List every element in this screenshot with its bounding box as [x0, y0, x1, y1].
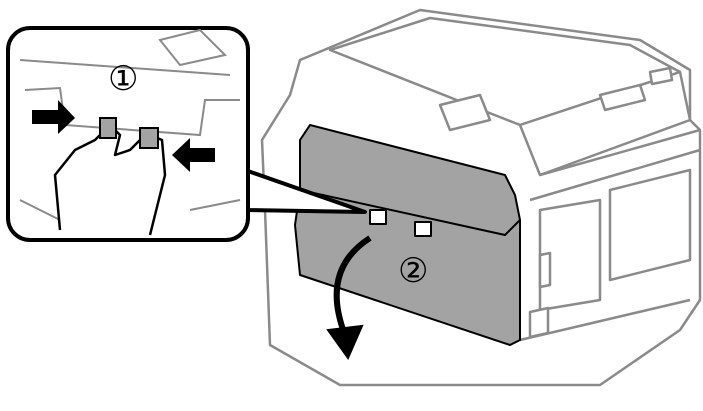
- step-1-label: ①: [108, 59, 139, 99]
- arrow-right-icon: [32, 100, 75, 134]
- step-2-label: ②: [398, 251, 429, 291]
- arrow-left-icon: [172, 138, 215, 172]
- cover-tab-right: [414, 221, 432, 237]
- hand-icon: [53, 123, 167, 236]
- rear-cover: [294, 124, 521, 346]
- cover-tab-left: [369, 209, 387, 225]
- inset-detail: [6, 26, 250, 242]
- open-direction-arrow-icon: [333, 235, 372, 337]
